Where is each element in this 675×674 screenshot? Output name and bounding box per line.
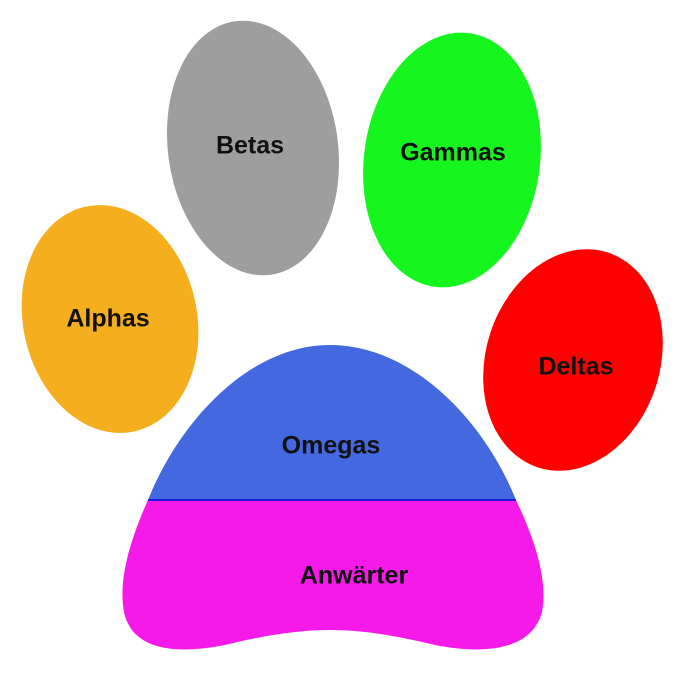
- toe-gammas: [363, 32, 541, 288]
- label-gammas: Gammas: [400, 139, 506, 167]
- toe-betas: [166, 20, 340, 276]
- label-betas: Betas: [216, 132, 284, 160]
- label-deltas: Deltas: [538, 353, 613, 381]
- label-anwaerter: Anwärter: [300, 562, 409, 590]
- pad-anwaerter: [122, 500, 544, 650]
- pad-omegas: [148, 345, 516, 500]
- toe-deltas: [483, 249, 663, 471]
- toe-alphas: [21, 205, 199, 433]
- label-omegas: Omegas: [282, 432, 381, 460]
- label-alphas: Alphas: [66, 305, 149, 333]
